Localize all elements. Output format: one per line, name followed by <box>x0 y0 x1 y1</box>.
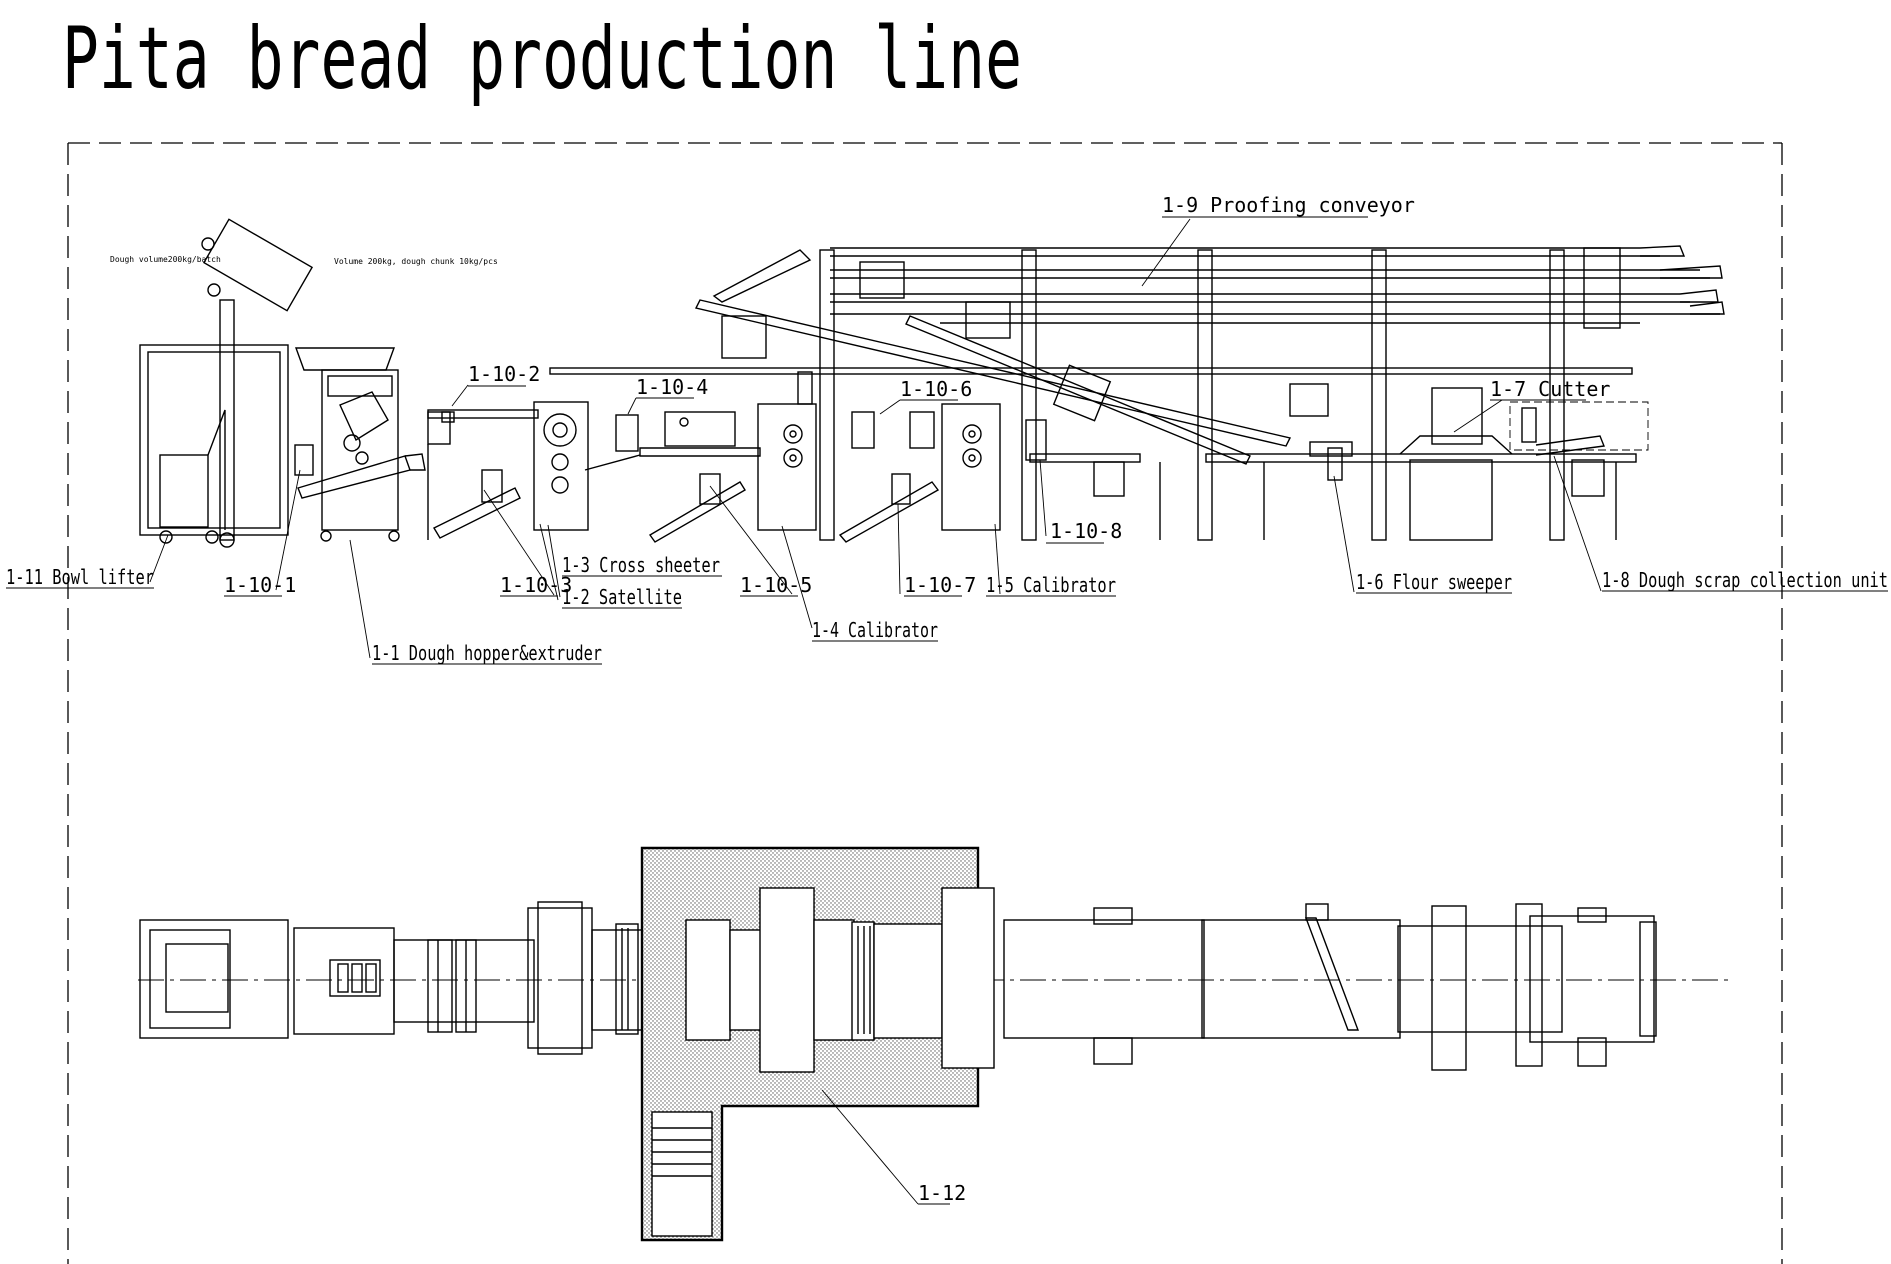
label-1-10-1: 1-10-1 <box>224 573 296 597</box>
plan-view <box>138 846 1728 1242</box>
label-calibrator-1-5: 1-5 Calibrator <box>986 573 1116 597</box>
label-1-10-6: 1-10-6 <box>900 377 972 401</box>
label-proofing-conveyor: 1-9 Proofing conveyor <box>1162 193 1415 217</box>
proofing-conveyor <box>694 245 1725 541</box>
drawing-title: Pita bread production line <box>62 9 1022 109</box>
conveyor-1-10-2 <box>427 409 539 540</box>
label-satellite: 1-2 Satellite <box>562 585 682 609</box>
cross-sheeter <box>615 411 761 543</box>
upper-rail <box>549 367 1633 375</box>
dough-volume-note: Dough volume200kg/batch <box>110 255 221 264</box>
label-bowl-lifter: 1-11 Bowl lifter <box>6 565 154 589</box>
dashed-frame <box>67 142 1783 1264</box>
satellite <box>533 401 641 531</box>
label-1-10-2: 1-10-2 <box>468 362 540 386</box>
label-1-10-5: 1-10-5 <box>740 573 812 597</box>
dough-hopper-extruder <box>294 347 426 542</box>
label-cutter: 1-7 Cutter <box>1490 377 1610 401</box>
calibrator-1-5 <box>941 403 1047 531</box>
stairs <box>652 1127 712 1177</box>
label-hopper-extruder: 1-1 Dough hopper&extruder <box>372 641 602 665</box>
label-1-10-8: 1-10-8 <box>1050 519 1122 543</box>
label-1-10-3: 1-10-3 <box>500 573 572 597</box>
label-1-10-7: 1-10-7 <box>904 573 976 597</box>
label-1-10-4: 1-10-4 <box>636 375 708 399</box>
lower-conveyor <box>1029 383 1649 541</box>
side-elevation: Dough volume200kg/batch Volume 200kg, do… <box>6 193 1888 665</box>
bowl-lifter: Dough volume200kg/batch Volume 200kg, do… <box>110 218 498 548</box>
label-flour-sweeper: 1-6 Flour sweeper <box>1356 570 1512 594</box>
label-calibrator-1-4: 1-4 Calibrator <box>812 618 938 642</box>
label-cross-sheeter: 1-3 Cross sheeter <box>562 553 720 577</box>
volume-chunk-note: Volume 200kg, dough chunk 10kg/pcs <box>334 257 498 266</box>
calibrator-1-4 <box>757 371 817 531</box>
label-1-12: 1-12 <box>918 1181 966 1205</box>
label-dough-scrap: 1-8 Dough scrap collection unit <box>1602 568 1888 592</box>
leader-lines <box>149 218 1602 659</box>
conveyor-1-10-6 <box>838 411 940 543</box>
